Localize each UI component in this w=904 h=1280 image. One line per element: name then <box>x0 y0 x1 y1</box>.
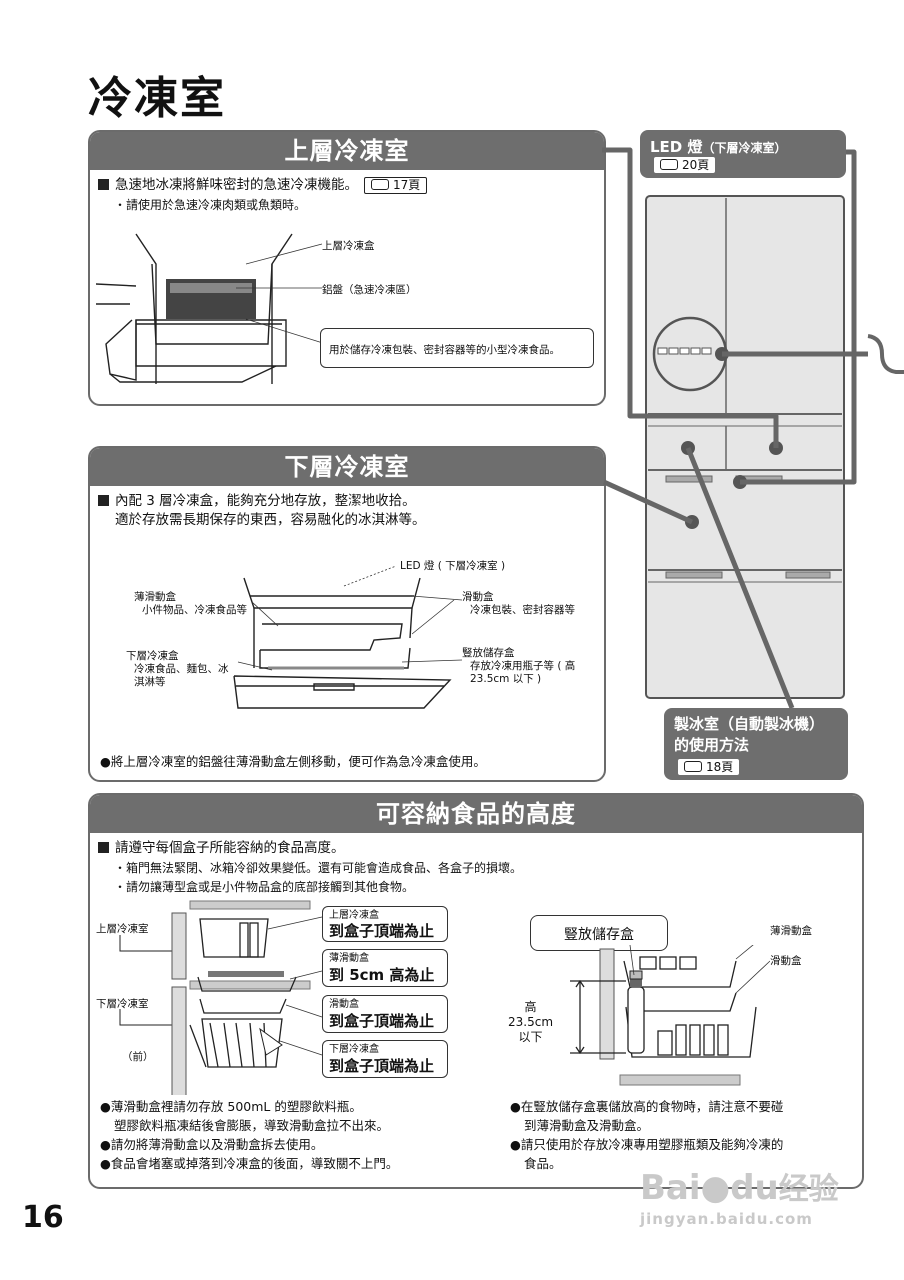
label-tray: 鋁盤（急速冷凍區） <box>322 284 417 296</box>
upper-freezer-panel: 上層冷凍室 急速地冰凍將鮮味密封的急速冷凍機能。17頁 ・請使用於急速冷凍肉類或… <box>88 130 606 406</box>
label-front: （前） <box>122 1051 154 1063</box>
watermark: Bai●du经验 jingyan.baidu.com <box>640 1168 839 1228</box>
upper-bullet: 急速地冰凍將鮮味密封的急速冷凍機能。17頁 <box>98 176 428 195</box>
lower-freezer-panel: 下層冷凍室 內配 3 層冷凍盒，能夠充分地存放，整潔地收拾。 適於存放需長期保存… <box>88 446 606 782</box>
height-dimension: 高 23.5cm 以下 <box>508 1000 554 1044</box>
label-left-upper: 上層冷凍室 <box>96 923 149 935</box>
note-left-2: 塑膠飲料瓶凍結後會膨脹，導致滑動盒拉不出來。 <box>114 1118 390 1133</box>
note-right-3: ●請只使用於存放冷凍專用塑膠瓶類及能夠冷凍的 <box>510 1137 784 1152</box>
pointing-hand-icon <box>371 179 389 190</box>
label-upright-box: 豎放儲存盒 存放冷凍用瓶子等 ( 高 23.5cm 以下 ) <box>462 647 576 685</box>
label-slide-right: 滑動盒 <box>770 955 802 967</box>
lower-note: ●將上層冷凍室的鋁盤往薄滑動盒左側移動，便可作為急冷凍盒使用。 <box>100 754 486 769</box>
height-title: 可容納食品的高度 <box>90 795 862 833</box>
label-bottom-box: 下層冷凍盒 冷凍食品、麵包、冰 淇淋等 <box>126 650 229 688</box>
note-right-4: 食品。 <box>524 1156 562 1171</box>
lower-bullet: 內配 3 層冷凍盒，能夠充分地存放，整潔地收拾。 <box>98 492 416 511</box>
upper-sub: ・請使用於急速冷凍肉類或魚類時。 <box>114 198 307 212</box>
square-bullet-icon <box>98 842 109 853</box>
height-sub-2: ・請勿讓薄型盒或是小件物品盒的底部接觸到其他食物。 <box>114 880 415 894</box>
page-ref: 17頁 <box>364 177 428 194</box>
note-left-1: ●薄滑動盒裡請勿存放 500mL 的塑膠飲料瓶。 <box>100 1099 362 1114</box>
note-left-4: ●食品會堵塞或掉落到冷凍盒的後面，導致關不上門。 <box>100 1156 399 1171</box>
label-use-box: 用於儲存冷凍包裝、密封容器等的小型冷凍食品。 <box>320 328 594 368</box>
height-box-slide: 滑動盒 到盒子頂端為止 <box>322 995 448 1033</box>
led-tag: LED 燈（下層冷凍室） 20頁 <box>640 130 846 178</box>
upper-freezer-title: 上層冷凍室 <box>90 132 604 170</box>
height-box-thin: 薄滑動盒 到 5cm 高為止 <box>322 949 448 987</box>
pointing-hand-icon <box>684 761 702 772</box>
height-box-bottom: 下層冷凍盒 到盒子頂端為止 <box>322 1040 448 1078</box>
height-bullet: 請遵守每個盒子所能容納的食品高度。 <box>98 839 345 858</box>
square-bullet-icon <box>98 495 109 506</box>
ice-page-ref: 18頁 <box>678 759 740 775</box>
page-number: 16 <box>22 1200 64 1235</box>
upright-box-label: 豎放儲存盒 <box>530 915 668 951</box>
lower-freezer-illustration <box>233 577 452 709</box>
led-page-ref: 20頁 <box>654 157 716 173</box>
height-sub-1: ・箱門無法緊閉、冰箱冷卻效果變低。還有可能會造成食品、各盒子的損壞。 <box>114 861 523 875</box>
paw-icon: ● <box>700 1168 731 1208</box>
ice-maker-tag: 製冰室（自動製冰機） 的使用方法 18頁 <box>664 708 848 780</box>
label-slide-box: 滑動盒 冷凍包裝、密封容器等 <box>462 591 575 616</box>
label-upper-box: 上層冷凍盒 <box>322 240 375 252</box>
height-box-upper: 上層冷凍盒 到盒子頂端為止 <box>322 906 448 942</box>
label-led: LED 燈 ( 下層冷凍室 ) <box>400 560 506 572</box>
height-panel: 可容納食品的高度 請遵守每個盒子所能容納的食品高度。 ・箱門無法緊閉、冰箱冷卻效… <box>88 793 864 1189</box>
height-right-illustration <box>570 945 770 1086</box>
pointing-hand-icon <box>660 159 678 170</box>
note-right-2: 到薄滑動盒及滑動盒。 <box>524 1118 650 1133</box>
lower-bullet-2: 適於存放需長期保存的東西，容易融化的冰淇淋等。 <box>115 512 426 528</box>
label-thin-box: 薄滑動盒 小件物品、冷凍食品等 <box>134 591 247 616</box>
lower-callout-lines <box>237 565 463 671</box>
note-right-1: ●在豎放儲存盒裏儲放高的食物時，請注意不要碰 <box>510 1099 784 1114</box>
refrigerator-illustration <box>602 147 904 709</box>
note-left-3: ●請勿將薄滑動盒以及滑動盒拆去使用。 <box>100 1137 324 1152</box>
upper-freezer-illustration <box>96 233 327 384</box>
square-bullet-icon <box>98 179 109 190</box>
label-thin-right: 薄滑動盒 <box>770 925 812 937</box>
page-title: 冷凍室 <box>88 73 226 124</box>
lower-freezer-title: 下層冷凍室 <box>90 448 604 486</box>
height-left-illustration <box>119 900 323 1095</box>
label-left-lower: 下層冷凍室 <box>96 998 149 1010</box>
